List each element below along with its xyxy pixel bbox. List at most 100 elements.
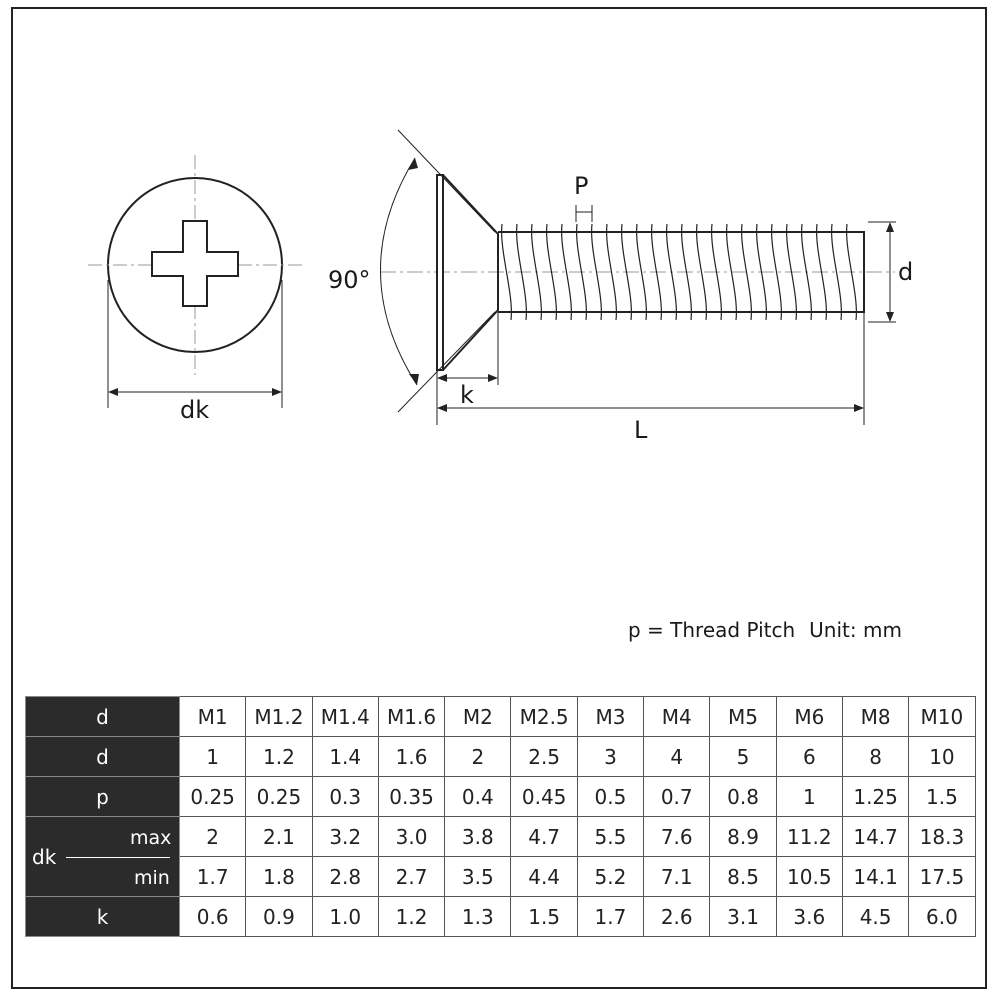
table-cell: 1.25 bbox=[841, 776, 910, 817]
table-cell: 1 bbox=[775, 776, 843, 817]
pitch-legend: p = Thread Pitch bbox=[628, 618, 796, 642]
table-cell: 3.2 bbox=[311, 816, 379, 857]
size-cell: M5 bbox=[709, 696, 777, 737]
dk-divider bbox=[66, 856, 170, 858]
table-row: 1.7 1.8 2.8 2.7 3.5 4.4 5.2 7.1 8.5 10.5… bbox=[26, 856, 976, 897]
diameter-label: d bbox=[898, 258, 914, 286]
thread-line bbox=[606, 223, 617, 321]
pitch-label: P bbox=[574, 172, 589, 200]
table-row: d M1 M1.2 M1.4 M1.6 M2 M2.5 M3 M4 M5 M6 … bbox=[25, 696, 976, 737]
thread-line bbox=[801, 223, 812, 321]
table-cell: 1.5 bbox=[908, 776, 976, 817]
table-cell: 3.8 bbox=[444, 816, 512, 857]
head-top-view bbox=[88, 155, 302, 408]
size-cell: M2.5 bbox=[510, 696, 578, 737]
thread-line bbox=[696, 223, 707, 321]
length-label: L bbox=[634, 416, 648, 444]
table-cell: 5 bbox=[709, 736, 777, 777]
thread-line bbox=[771, 223, 782, 321]
thread-line bbox=[516, 223, 527, 321]
size-cell: M3 bbox=[576, 696, 645, 737]
screw-drawing bbox=[88, 129, 896, 425]
table-cell: 1.2 bbox=[245, 736, 313, 777]
thread-line bbox=[786, 223, 797, 321]
table-cell: 18.3 bbox=[908, 816, 976, 857]
table-row: dk max 2 2.1 3.2 3.0 3.8 4.7 5.5 7.6 8.9… bbox=[25, 816, 976, 897]
spec-table: d M1 M1.2 M1.4 M1.6 M2 M2.5 M3 M4 M5 M6 … bbox=[25, 696, 976, 937]
thread-line bbox=[501, 223, 512, 321]
thread-line bbox=[711, 223, 722, 321]
dk-min-label: min bbox=[134, 867, 170, 889]
table-cell: 4.5 bbox=[841, 896, 910, 937]
thread-line bbox=[756, 223, 767, 321]
phillips-cross-icon bbox=[151, 220, 239, 307]
table-cell: 4 bbox=[643, 736, 711, 777]
thread-line bbox=[636, 223, 647, 321]
size-cell: M1.4 bbox=[311, 696, 379, 737]
table-cell: 5.5 bbox=[576, 816, 645, 857]
table-cell: 0.8 bbox=[709, 776, 777, 817]
thread-line bbox=[561, 223, 572, 321]
table-cell: 8.9 bbox=[709, 816, 777, 857]
thread-line bbox=[726, 223, 737, 321]
row-header: p bbox=[25, 776, 180, 817]
thread-line bbox=[576, 223, 587, 321]
table-cell: 10.5 bbox=[775, 856, 843, 897]
size-cell: M1.6 bbox=[377, 696, 446, 737]
table-cell: 3.0 bbox=[377, 816, 446, 857]
table-cell: 3.6 bbox=[775, 896, 843, 937]
size-cell: M6 bbox=[775, 696, 843, 737]
table-cell: 2.5 bbox=[510, 736, 578, 777]
table-cell: 0.35 bbox=[377, 776, 446, 817]
table-cell: 1.7 bbox=[178, 856, 247, 897]
thread-line bbox=[651, 223, 662, 321]
table-cell: 2 bbox=[178, 816, 247, 857]
head-height-label: k bbox=[460, 381, 474, 409]
table-cell: 3.1 bbox=[709, 896, 777, 937]
table-cell: 1.3 bbox=[444, 896, 512, 937]
table-cell: 6 bbox=[775, 736, 843, 777]
row-header: d bbox=[25, 696, 180, 737]
thread-line bbox=[531, 223, 542, 321]
table-cell: 6.0 bbox=[908, 896, 976, 937]
thread-line bbox=[546, 223, 557, 321]
table-cell: 2.7 bbox=[377, 856, 446, 897]
table-cell: 0.7 bbox=[643, 776, 711, 817]
table-cell: 3.5 bbox=[444, 856, 512, 897]
table-cell: 1.5 bbox=[510, 896, 578, 937]
figure-frame bbox=[11, 7, 987, 989]
thread-line bbox=[831, 223, 842, 321]
row-header: d bbox=[25, 736, 180, 777]
dk-row-header: dk bbox=[25, 816, 180, 897]
size-cell: M4 bbox=[643, 696, 711, 737]
table-row: p 0.25 0.25 0.3 0.35 0.4 0.45 0.5 0.7 0.… bbox=[25, 776, 976, 817]
table-cell: 3 bbox=[576, 736, 645, 777]
table-cell: 4.4 bbox=[510, 856, 578, 897]
table-row: k 0.6 0.9 1.0 1.2 1.3 1.5 1.7 2.6 3.1 3.… bbox=[25, 896, 976, 937]
table-cell: 0.9 bbox=[245, 896, 313, 937]
dk-max-label: max bbox=[130, 827, 172, 849]
size-cell: M1.2 bbox=[245, 696, 313, 737]
table-cell: 0.5 bbox=[576, 776, 645, 817]
size-cell: M2 bbox=[444, 696, 512, 737]
table-cell: 1.7 bbox=[576, 896, 645, 937]
table-row: d 1 1.2 1.4 1.6 2 2.5 3 4 5 6 8 10 bbox=[25, 736, 976, 777]
thread-line bbox=[681, 223, 692, 321]
table-cell: 0.25 bbox=[178, 776, 247, 817]
table-cell: 2 bbox=[444, 736, 512, 777]
table-cell: 7.6 bbox=[643, 816, 711, 857]
table-cell: 1.6 bbox=[377, 736, 446, 777]
thread-line bbox=[741, 223, 752, 321]
table-cell: 5.2 bbox=[576, 856, 645, 897]
dk-label: dk bbox=[32, 844, 57, 869]
size-cell: M8 bbox=[841, 696, 910, 737]
table-cell: 0.4 bbox=[444, 776, 512, 817]
table-cell: 8 bbox=[841, 736, 910, 777]
unit-legend: Unit: mm bbox=[809, 618, 902, 642]
table-cell: 2.1 bbox=[245, 816, 313, 857]
table-cell: 0.3 bbox=[311, 776, 379, 817]
table-cell: 0.45 bbox=[510, 776, 578, 817]
table-cell: 1.8 bbox=[245, 856, 313, 897]
angle-label: 90° bbox=[328, 266, 371, 294]
table-cell: 1 bbox=[178, 736, 247, 777]
